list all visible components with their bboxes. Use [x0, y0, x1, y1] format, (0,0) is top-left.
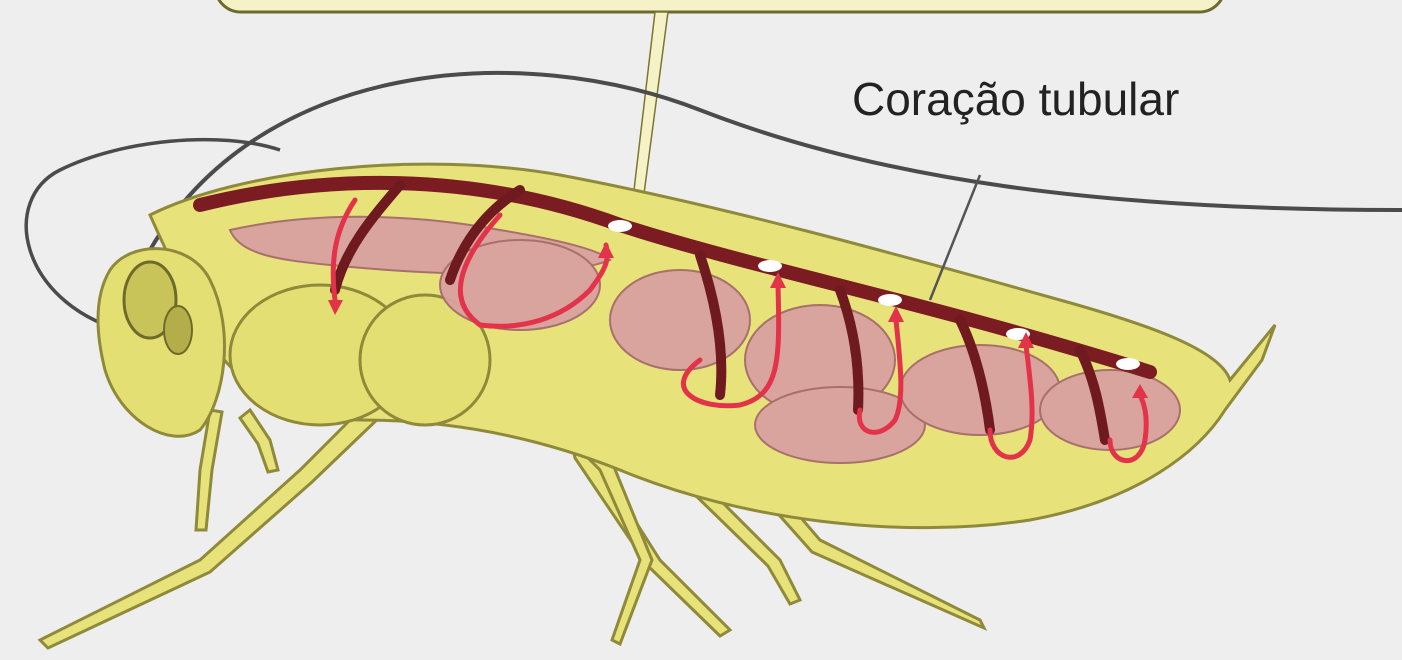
tubular-heart-label: Coração tubular — [852, 72, 1179, 126]
callout-box — [215, 0, 1225, 12]
compound-eye-inner — [164, 306, 192, 354]
